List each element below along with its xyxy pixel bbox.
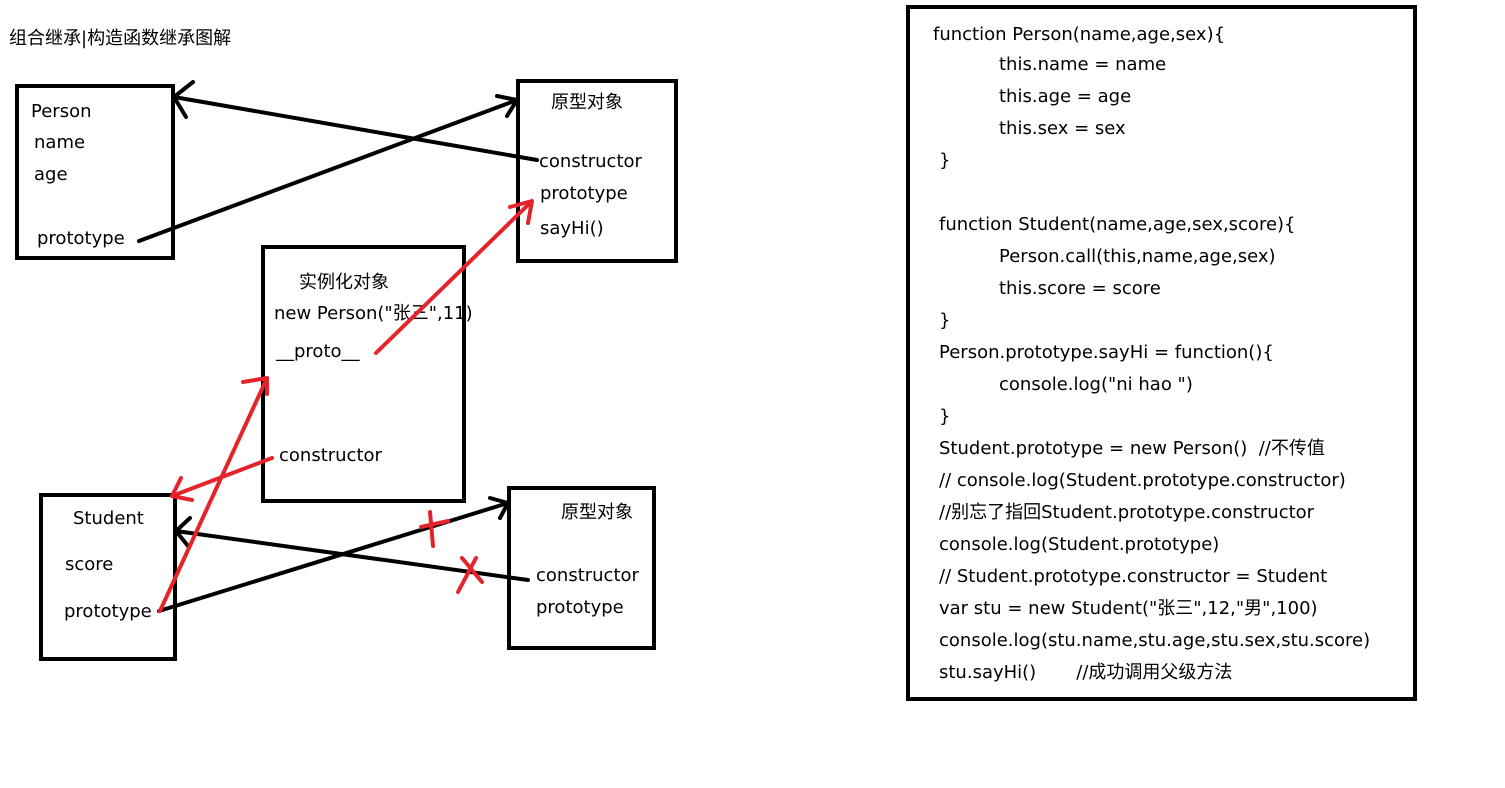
student-prototype-object-box [507,486,656,650]
code-line: this.age = age [999,86,1132,107]
student-prototype-label: prototype [64,601,152,622]
student-prototype-to-instance-arrow [158,376,269,613]
instance-object-constructor-label: constructor [279,445,382,466]
student-prototype-object-title: 原型对象 [561,502,633,523]
cross-mark-1 [419,510,450,548]
code-line: // Student.prototype.constructor = Stude… [939,566,1328,587]
code-line: Person.prototype.sayHi = function(){ [939,342,1274,363]
prototype-constructor-to-person-arrow [172,80,539,162]
person-prototype-prototype-label: prototype [540,183,628,204]
red-arrows [158,199,534,613]
code-line: } [939,310,951,331]
code-line: function Person(name,age,sex){ [933,24,1226,45]
person-prototype-object-box [516,79,678,263]
code-line: stu.sayHi() //成功调用父级方法 [939,662,1233,683]
person-prototype-object-title: 原型对象 [551,92,623,113]
student-prototype-prototype-label: prototype [536,597,624,618]
code-line: //别忘了指回Student.prototype.constructor [939,502,1315,523]
code-line: this.score = score [999,278,1161,299]
instance-object-box [261,245,466,503]
person-prototype-to-prototype-object-arrow [137,94,519,243]
student-box-title: Student [73,508,144,529]
code-line: console.log(stu.name,stu.age,stu.sex,stu… [939,630,1371,651]
code-line: Student.prototype = new Person() //不传值 [939,438,1325,459]
person-prototype-label: prototype [37,228,125,249]
code-line: this.sex = sex [999,118,1126,139]
code-panel [906,5,1417,701]
code-line: this.name = name [999,54,1167,75]
person-age-label: age [34,164,68,185]
person-box-title: Person [31,101,92,122]
student-prototype-constructor-to-student-arrow [174,516,530,582]
person-name-label: name [34,132,86,153]
code-line: // console.log(Student.prototype.constru… [939,470,1346,491]
code-line: console.log("ni hao ") [999,374,1193,395]
diagram-title: 组合继承|构造函数继承图解 [9,28,232,49]
code-line: var stu = new Student("张三",12,"男",100) [939,598,1318,619]
cross-mark-2 [456,556,484,594]
instance-proto-to-prototype-object-arrow [374,199,534,355]
code-line: console.log(Student.prototype) [939,534,1220,555]
person-prototype-constructor-label: constructor [539,151,642,172]
code-line: } [939,406,951,427]
person-prototype-sayhi-label: sayHi() [540,218,604,239]
person-box [15,84,175,260]
instance-object-title: 实例化对象 [299,272,389,293]
black-arrows [137,80,539,613]
student-score-label: score [65,554,114,575]
student-prototype-constructor-label: constructor [536,565,639,586]
code-line: } [939,150,951,171]
arrows-layer [137,80,539,613]
code-line: Person.call(this,name,age,sex) [999,246,1276,267]
code-line: function Student(name,age,sex,score){ [939,214,1296,235]
instance-object-proto-label: __proto__ [276,341,360,362]
